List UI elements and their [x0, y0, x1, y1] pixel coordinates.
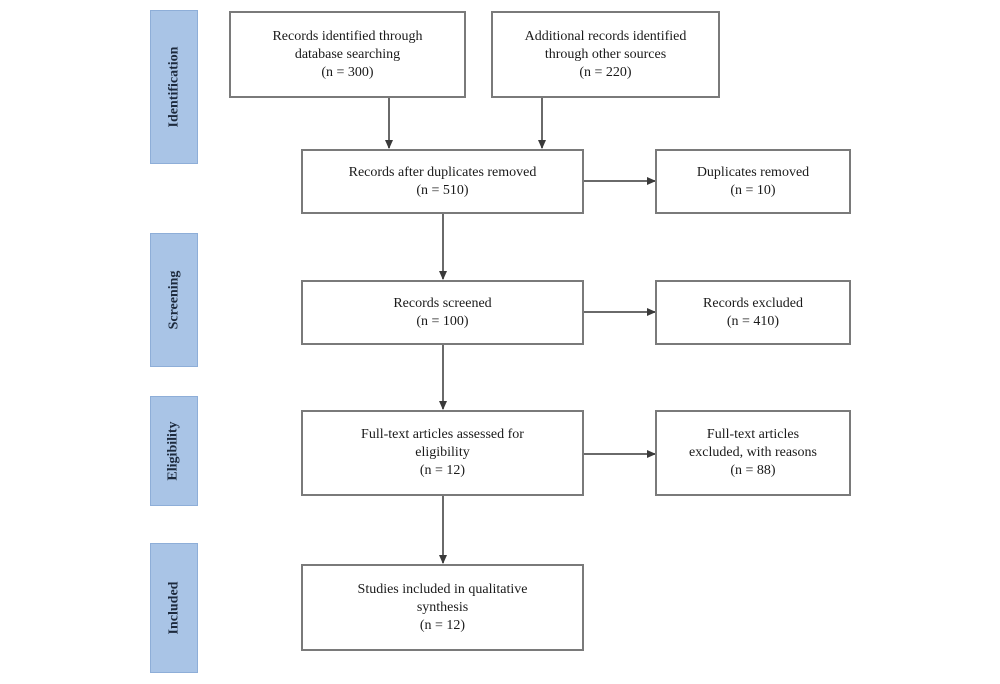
- box-database-search: Records identified through database sear…: [229, 11, 466, 98]
- box-fulltext-assessed-line1: Full-text articles assessed for: [361, 427, 524, 442]
- box-after-duplicates: Records after duplicates removed (n = 51…: [301, 149, 584, 214]
- box-fulltext-excluded: Full-text articles excluded, with reason…: [655, 410, 851, 496]
- box-duplicates-removed: Duplicates removed (n = 10): [655, 149, 851, 214]
- box-records-excluded-count: (n = 410): [726, 313, 780, 329]
- box-after-duplicates-line1: Records after duplicates removed: [348, 164, 537, 180]
- box-records-excluded: Records excluded (n = 410): [655, 280, 851, 345]
- box-fulltext-excluded-line2: excluded, with reasons: [689, 445, 817, 460]
- box-fulltext-assessed-line2: eligibility: [415, 445, 470, 460]
- box-other-sources: Additional records identified through ot…: [491, 11, 720, 98]
- box-other-sources-line1: Additional records identified: [524, 28, 687, 44]
- box-database-search-line2: database searching: [294, 46, 401, 62]
- box-records-excluded-line1: Records excluded: [703, 295, 803, 311]
- box-fulltext-excluded-count: (n = 88): [730, 463, 776, 478]
- box-fulltext-assessed-count: (n = 12): [419, 463, 466, 478]
- box-duplicates-removed-count: (n = 10): [730, 182, 776, 198]
- box-records-screened-count: (n = 100): [416, 313, 469, 329]
- stage-label-included: Included: [150, 543, 198, 673]
- box-studies-included-line2: synthesis: [416, 599, 469, 615]
- box-fulltext-assessed: Full-text articles assessed for eligibil…: [301, 410, 584, 496]
- box-after-duplicates-count: (n = 510): [416, 182, 469, 198]
- stage-label-eligibility: Eligibility: [150, 396, 198, 506]
- stage-label-screening: Screening: [150, 233, 198, 367]
- box-records-screened: Records screened (n = 100): [301, 280, 584, 345]
- stage-label-identification: Identification: [150, 10, 198, 164]
- box-studies-included-count: (n = 12): [419, 617, 466, 633]
- box-studies-included: Studies included in qualitative synthesi…: [301, 564, 584, 651]
- box-studies-included-line1: Studies included in qualitative: [357, 581, 528, 597]
- box-duplicates-removed-line1: Duplicates removed: [696, 164, 810, 180]
- box-database-search-count: (n = 300): [321, 64, 374, 80]
- box-other-sources-line2: through other sources: [544, 46, 667, 62]
- box-other-sources-count: (n = 220): [579, 64, 632, 80]
- box-records-screened-line1: Records screened: [393, 295, 492, 311]
- box-fulltext-excluded-line1: Full-text articles: [706, 427, 800, 442]
- box-database-search-line1: Records identified through: [272, 28, 423, 44]
